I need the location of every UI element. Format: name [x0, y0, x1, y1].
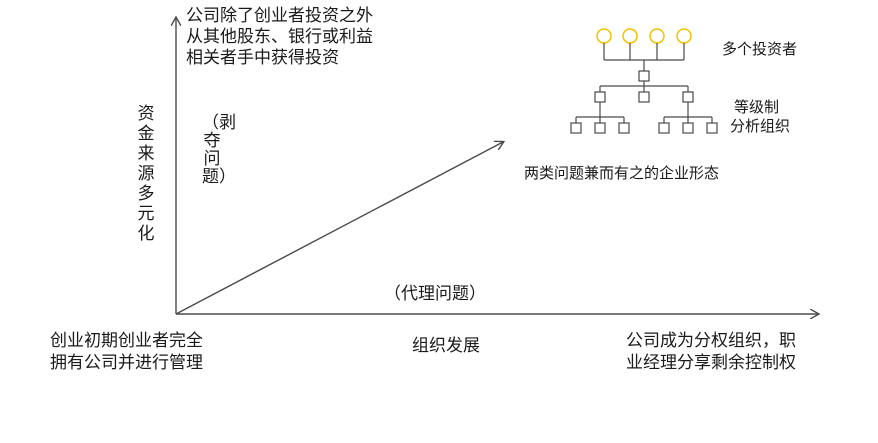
investors-label: 多个投资者: [722, 40, 798, 58]
mid-node: [594, 91, 606, 103]
origin-line: 创业初期创业者完全: [50, 331, 203, 351]
investor-circle: [649, 28, 665, 44]
agency-label: （代理问题）: [384, 284, 486, 304]
leaf-node: [618, 122, 630, 134]
right-end-label: 公司成为分权组织，职 业经理分享剩余控制权: [626, 330, 796, 374]
hierarchy-label: 等级制 分析组织: [730, 98, 790, 136]
expropriation-label: （剥夺问题）: [202, 113, 236, 187]
right-end-line: 公司成为分权组织，职: [626, 331, 796, 351]
origin-line: 拥有公司并进行管理: [50, 353, 203, 373]
hierarchy-line: 分析组织: [730, 117, 791, 135]
top-source-label: 公司除了创业者投资之外 从其他股东、银行或利益 相关者手中获得投资: [186, 6, 373, 69]
top-source-line: 从其他股东、银行或利益: [186, 27, 373, 47]
top-node: [638, 70, 650, 82]
diagonal-arrow: [175, 142, 503, 315]
y-axis-label: 资金来源多元化: [137, 104, 155, 244]
origin-label: 创业初期创业者完全 拥有公司并进行管理: [50, 330, 203, 374]
leaf-node: [570, 122, 582, 134]
leaf-node: [682, 122, 694, 134]
leaf-node: [658, 122, 670, 134]
x-axis-label: 组织发展: [412, 336, 480, 356]
leaf-node: [706, 122, 718, 134]
hierarchy-line: 等级制: [734, 98, 780, 116]
leaf-node: [594, 122, 606, 134]
mid-node: [682, 91, 694, 103]
mid-node: [638, 91, 650, 103]
investor-circle: [622, 28, 638, 44]
top-source-line: 相关者手中获得投资: [186, 48, 339, 68]
right-end-line: 业经理分享剩余控制权: [626, 353, 796, 373]
org-chart: [570, 28, 718, 134]
top-source-line: 公司除了创业者投资之外: [186, 6, 373, 26]
investor-circle: [676, 28, 692, 44]
investor-circle: [596, 28, 612, 44]
both-problems-label: 两类问题兼而有之的企业形态: [524, 164, 720, 182]
